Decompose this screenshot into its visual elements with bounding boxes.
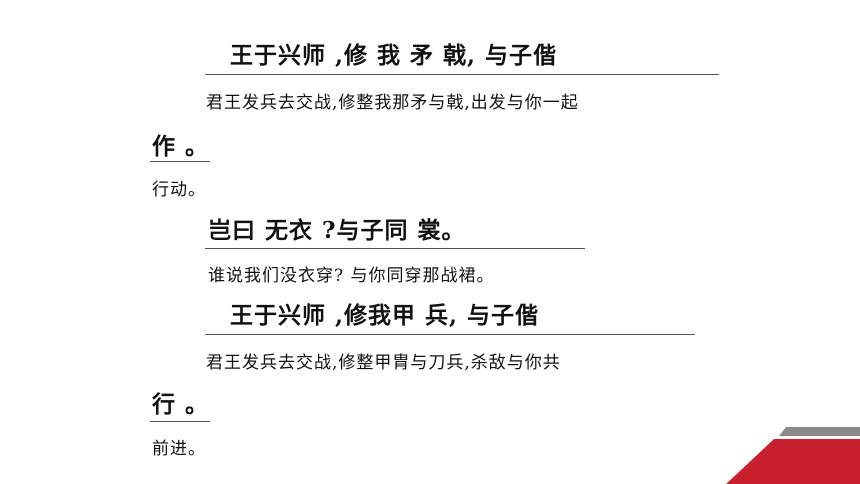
corner-accent-decoration [726, 427, 860, 484]
verse-1-original: 王于兴师 ,修 我 矛 戟, 与子偕 [230, 42, 558, 69]
verse-3b-rule [150, 421, 210, 422]
corner-accent-red-band [726, 439, 860, 484]
verse-2-original: 岂曰 无衣 ?与子同 裳。 [208, 217, 466, 244]
verse-1b-translation: 行动。 [152, 180, 206, 200]
verse-3-original: 王于兴师 ,修我甲 兵, 与子偕 [230, 302, 540, 329]
verse-3b-translation: 前进。 [152, 439, 206, 459]
verse-2-rule [205, 248, 585, 249]
verse-3b-original: 行 。 [152, 391, 210, 418]
verse-1b-original: 作 。 [152, 133, 210, 160]
verse-1-rule [205, 74, 719, 75]
verse-2-translation: 谁说我们没衣穿? 与你同穿那战裙。 [208, 266, 495, 286]
verse-1-translation: 君王发兵去交战,修整我那矛与戟,出发与你一起 [206, 93, 579, 113]
verse-3-translation: 君王发兵去交战,修整甲胄与刀兵,杀敌与你共 [206, 353, 561, 373]
corner-accent-gray-band [779, 427, 860, 436]
verse-1b-rule [150, 161, 210, 162]
verse-3-rule [205, 334, 695, 335]
